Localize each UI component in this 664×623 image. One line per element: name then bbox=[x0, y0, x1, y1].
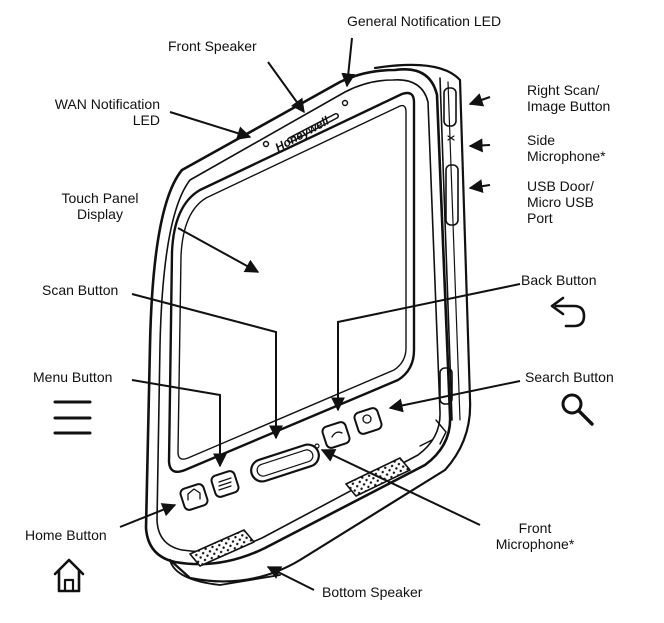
label-bottom-speaker: Bottom Speaker bbox=[322, 584, 423, 600]
label-right-scan-button: Right Scan/ Image Button bbox=[527, 82, 611, 114]
label-search-button: Search Button bbox=[525, 369, 614, 385]
label-side-microphone: Side Microphone* bbox=[527, 132, 606, 164]
home-button bbox=[179, 483, 209, 511]
label-home-button: Home Button bbox=[25, 527, 107, 543]
front-microphone bbox=[314, 443, 320, 449]
callout-touch-panel bbox=[177, 227, 260, 273]
scan-button bbox=[250, 443, 320, 483]
label-front-microphone: Front Microphone* bbox=[495, 520, 575, 552]
side-microphone bbox=[447, 135, 455, 141]
label-front-speaker: Front Speaker bbox=[168, 38, 257, 54]
callout-usb bbox=[468, 179, 491, 194]
back-arrow-icon bbox=[550, 296, 586, 328]
touch-panel-display bbox=[167, 91, 416, 473]
callout-general-led bbox=[341, 37, 356, 88]
home-icon bbox=[53, 558, 85, 593]
bottom-speaker-grille bbox=[189, 529, 255, 567]
callout-front-mic bbox=[320, 449, 481, 526]
callout-side-mic bbox=[468, 138, 491, 153]
callout-home-button bbox=[119, 503, 177, 528]
usb-door bbox=[445, 164, 459, 226]
search-button bbox=[353, 407, 383, 435]
callout-front-speaker bbox=[267, 61, 305, 114]
brand-logo-text: Honeywell bbox=[273, 113, 332, 154]
right-scan-button bbox=[443, 87, 457, 127]
label-menu-button: Menu Button bbox=[33, 369, 113, 385]
label-touch-panel-display: Touch Panel Display bbox=[61, 190, 139, 222]
callout-menu-button bbox=[131, 379, 227, 468]
callout-right-scan bbox=[468, 93, 491, 107]
device-side-panel bbox=[168, 63, 472, 583]
label-wan-notification-led: WAN Notification LED bbox=[54, 96, 160, 128]
menu-icon bbox=[53, 400, 92, 435]
device-outer-body bbox=[144, 67, 452, 566]
callout-back-button bbox=[331, 283, 521, 412]
callout-search-button bbox=[388, 380, 521, 413]
label-scan-button: Scan Button bbox=[42, 282, 119, 298]
callout-bottom-speaker bbox=[266, 566, 315, 591]
label-usb-door: USB Door/ Micro USB Port bbox=[527, 178, 594, 226]
callout-scan-button bbox=[131, 293, 283, 440]
general-notification-led bbox=[341, 99, 349, 107]
menu-button bbox=[210, 470, 240, 498]
wan-notification-led bbox=[262, 140, 270, 148]
callout-wan-led bbox=[169, 111, 252, 140]
label-general-notification-led: General Notification LED bbox=[347, 13, 502, 29]
label-back-button: Back Button bbox=[521, 272, 597, 288]
search-icon bbox=[561, 393, 594, 426]
back-button bbox=[321, 421, 351, 449]
